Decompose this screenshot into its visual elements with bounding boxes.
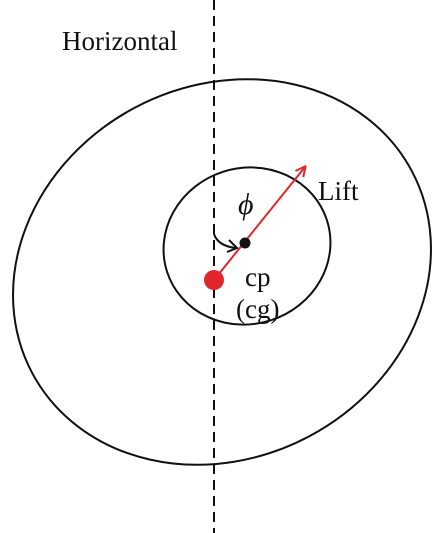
cg-label: (cg) <box>236 294 279 324</box>
cp-label: cp <box>245 262 270 292</box>
lift-label: Lift <box>318 176 359 206</box>
horizontal-label-background <box>60 24 210 58</box>
outer-ellipse <box>12 78 432 466</box>
phi-angle-arc <box>213 233 237 249</box>
phi-label: ϕ <box>238 188 254 221</box>
cp-point <box>204 270 224 290</box>
phi-angle-arrowhead <box>226 239 239 253</box>
inner-ellipse <box>162 166 332 326</box>
cg-point <box>239 237 251 249</box>
horizontal-label: Horizontal <box>62 26 177 56</box>
lift-vector-arrow <box>213 167 305 281</box>
